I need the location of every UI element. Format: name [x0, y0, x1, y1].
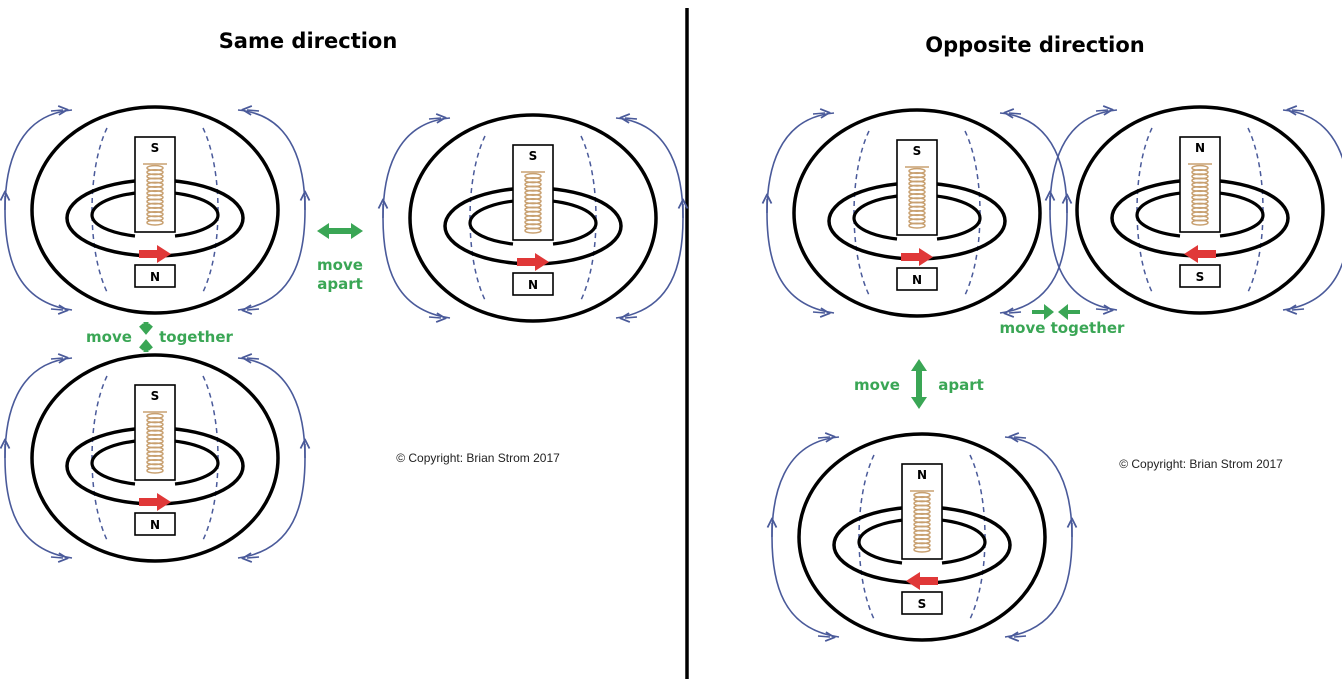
field-arrow-icon: [813, 312, 825, 313]
torus-inner-hole-front: [470, 223, 513, 244]
move-together-label: move together: [1000, 319, 1126, 337]
field-line-outer-left: [1050, 110, 1117, 310]
field-arrow-icon: [1014, 636, 1026, 637]
bottom-pole-label: N: [150, 270, 160, 284]
top-pole-label: N: [917, 468, 927, 482]
torus-left-1: SN: [5, 107, 305, 313]
torus-inner-hole-front: [859, 542, 902, 563]
field-line-outer-left: [383, 118, 450, 318]
field-arrow-icon: [51, 309, 63, 310]
field-arrow-icon: [247, 309, 259, 310]
current-arrow-icon: [139, 245, 171, 263]
field-line-outer-left: [5, 358, 72, 558]
field-arrow-icon: [51, 557, 63, 558]
move-together-label-left: move: [86, 328, 132, 346]
field-arrow-icon: [1009, 312, 1021, 313]
torus-inner-hole-front: [1137, 215, 1180, 236]
field-arrow-icon: [1292, 110, 1304, 111]
field-line-outer-left: [5, 110, 72, 310]
move-apart-label-left: move: [854, 376, 900, 394]
field-arrow-icon: [625, 317, 637, 318]
top-pole-label: S: [151, 141, 160, 155]
right-panel-title: Opposite direction: [925, 33, 1145, 57]
current-arrow-icon: [906, 572, 938, 590]
torus-inner-hole-front: [942, 542, 985, 563]
current-arrow-icon: [517, 253, 549, 271]
right-copyright: © Copyright: Brian Strom 2017: [1119, 457, 1283, 471]
torus-inner-hole-front: [92, 215, 135, 236]
field-line-outer-right: [238, 110, 305, 310]
field-arrow-icon: [429, 317, 441, 318]
bottom-pole-label: N: [528, 278, 538, 292]
field-arrow-icon: [813, 113, 825, 114]
torus-inner-hole-front: [175, 463, 218, 484]
move-together-arrow-icon: [141, 322, 151, 331]
current-arrow-icon: [139, 493, 171, 511]
field-arrow-icon: [625, 118, 637, 119]
torus-left-3: SN: [5, 355, 305, 561]
field-arrow-icon: [51, 110, 63, 111]
top-pole-label: N: [1195, 141, 1205, 155]
field-arrow-icon: [1009, 113, 1021, 114]
field-arrow-icon: [247, 358, 259, 359]
bottom-pole-label: N: [912, 273, 922, 287]
field-arrow-icon: [1292, 309, 1304, 310]
move-apart-label-line1: move: [317, 256, 363, 274]
left-copyright: © Copyright: Brian Strom 2017: [396, 451, 560, 465]
field-line-outer-right: [1005, 437, 1072, 637]
torus-inner-hole-front: [175, 215, 218, 236]
torus-inner-hole-front: [92, 463, 135, 484]
field-arrow-icon: [1096, 309, 1108, 310]
field-arrow-icon: [247, 557, 259, 558]
bottom-pole-label: N: [150, 518, 160, 532]
field-line-outer-right: [616, 118, 683, 318]
move-together-arrow-icon: [141, 343, 151, 352]
field-arrow-icon: [51, 358, 63, 359]
field-arrow-icon: [429, 118, 441, 119]
current-arrow-icon: [901, 248, 933, 266]
field-line-outer-right: [238, 358, 305, 558]
torus-inner-hole-front: [854, 218, 897, 239]
move-together-label-right: together: [159, 328, 233, 346]
torus-inner-hole-front: [1220, 215, 1263, 236]
move-apart-label-line2: apart: [317, 275, 363, 293]
bottom-pole-label: S: [918, 597, 927, 611]
field-line-outer-right: [1000, 113, 1067, 313]
torus-inner-hole-front: [937, 218, 980, 239]
left-panel-title: Same direction: [219, 29, 398, 53]
field-arrow-icon: [1096, 110, 1108, 111]
field-arrow-icon: [818, 437, 830, 438]
move-apart-label-right: apart: [938, 376, 984, 394]
top-pole-label: S: [913, 144, 922, 158]
field-line-outer-left: [767, 113, 834, 313]
move-together-arrow-icon: [1058, 304, 1080, 320]
top-pole-label: S: [529, 149, 538, 163]
torus-left-2: SN: [383, 115, 683, 321]
move-apart-arrow-icon: [911, 359, 927, 409]
torus-right-3: NS: [772, 434, 1072, 640]
top-pole-label: S: [151, 389, 160, 403]
bottom-pole-label: S: [1196, 270, 1205, 284]
torus-inner-hole-front: [553, 223, 596, 244]
move-apart-arrow-icon: [317, 223, 363, 239]
field-line-outer-left: [772, 437, 839, 637]
torus-right-1: SN: [767, 110, 1067, 316]
field-arrow-icon: [818, 636, 830, 637]
field-arrow-icon: [247, 110, 259, 111]
torus-right-2: NS: [1050, 107, 1342, 313]
current-arrow-icon: [1184, 245, 1216, 263]
move-together-arrow-icon: [1032, 304, 1054, 320]
field-arrow-icon: [1014, 437, 1026, 438]
